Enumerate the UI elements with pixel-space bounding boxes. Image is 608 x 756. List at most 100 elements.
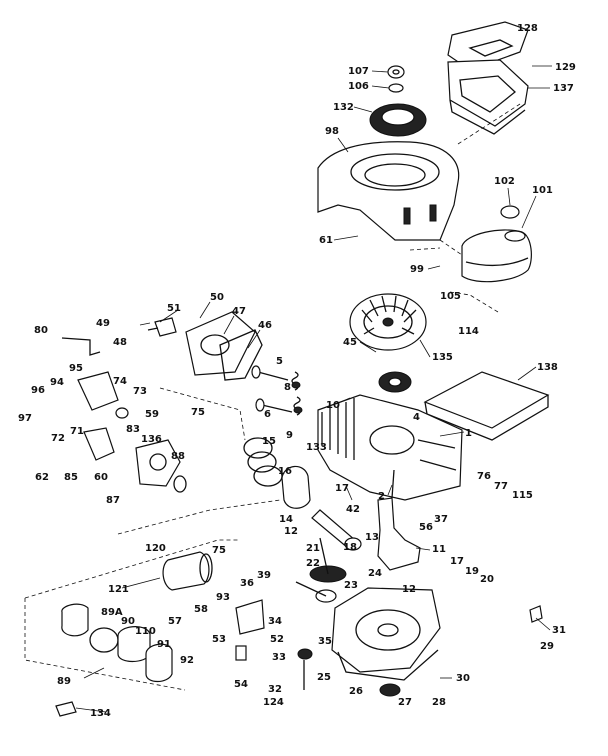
label-17a: 17 — [335, 483, 349, 494]
label-14: 14 — [279, 514, 293, 525]
label-26: 26 — [349, 686, 363, 697]
label-30: 30 — [456, 673, 470, 684]
label-52: 52 — [270, 634, 284, 645]
label-35: 35 — [318, 636, 332, 647]
bracket-53 — [235, 599, 265, 635]
label-11: 11 — [432, 544, 446, 555]
label-18: 18 — [343, 542, 357, 553]
label-27: 27 — [398, 697, 412, 708]
label-91: 91 — [157, 639, 171, 650]
label-72: 72 — [51, 433, 65, 444]
sump-25 — [337, 649, 439, 681]
label-114: 114 — [458, 326, 479, 337]
label-89a: 89A — [101, 607, 123, 618]
label-75a: 75 — [191, 407, 205, 418]
valve-springs — [291, 371, 303, 416]
fuel-tank-101 — [461, 229, 532, 283]
label-13: 13 — [365, 532, 379, 543]
control-panel-137 — [447, 59, 529, 135]
label-98: 98 — [325, 126, 339, 137]
label-49: 49 — [96, 318, 110, 329]
label-80: 80 — [34, 325, 48, 336]
label-47: 47 — [232, 306, 246, 317]
label-5: 5 — [276, 356, 283, 367]
label-54: 54 — [234, 679, 248, 690]
label-88: 88 — [171, 451, 185, 462]
clip-54 — [235, 645, 247, 661]
label-17b: 17 — [450, 556, 464, 567]
screen-132 — [369, 103, 427, 137]
label-1: 1 — [465, 428, 472, 439]
label-23: 23 — [344, 580, 358, 591]
bolt-31 — [529, 605, 543, 623]
washer-106 — [388, 83, 404, 93]
label-90: 90 — [121, 616, 135, 627]
label-138: 138 — [537, 362, 558, 373]
label-37: 37 — [434, 514, 448, 525]
label-21: 21 — [306, 543, 320, 554]
label-25: 25 — [317, 672, 331, 683]
carburetor-bracket-94 — [77, 371, 119, 411]
label-94: 94 — [50, 377, 64, 388]
valves-5-6 — [251, 365, 293, 413]
label-107: 107 — [348, 66, 369, 77]
label-9: 9 — [286, 430, 293, 441]
label-85: 85 — [64, 472, 78, 483]
label-128: 128 — [517, 23, 538, 34]
muffler-120 — [162, 551, 213, 591]
label-99: 99 — [410, 264, 424, 275]
label-56: 56 — [419, 522, 433, 533]
label-16: 16 — [278, 466, 292, 477]
label-61: 61 — [319, 235, 333, 246]
label-75b: 75 — [212, 545, 226, 556]
label-93: 93 — [216, 592, 230, 603]
label-46: 46 — [258, 320, 272, 331]
label-32: 32 — [268, 684, 282, 695]
gasket-88 — [173, 475, 187, 493]
carburetor-body-60 — [83, 427, 115, 461]
label-31: 31 — [552, 625, 566, 636]
label-34: 34 — [268, 616, 282, 627]
leader-lines — [75, 65, 552, 713]
part-labels: 128 129 137 107 106 132 98 102 101 61 99… — [18, 23, 576, 719]
pistons-rings-15 — [243, 437, 311, 509]
label-74: 74 — [113, 376, 127, 387]
camshaft-gear-22 — [309, 537, 347, 583]
blower-housing-98 — [317, 141, 460, 241]
flywheel-135 — [349, 293, 427, 351]
starter-cup — [378, 371, 412, 393]
label-15: 15 — [262, 436, 276, 447]
oil-seal-26 — [379, 683, 401, 697]
label-22: 22 — [306, 558, 320, 569]
crankcase-cover-24 — [331, 587, 441, 673]
label-57: 57 — [168, 616, 182, 627]
label-2: 2 — [378, 491, 385, 502]
carburetor-136 — [135, 439, 181, 487]
label-83: 83 — [126, 424, 140, 435]
label-59: 59 — [145, 409, 159, 420]
label-101: 101 — [532, 185, 553, 196]
label-73: 73 — [133, 386, 147, 397]
label-121: 121 — [108, 584, 129, 595]
label-24: 24 — [368, 568, 382, 579]
nut-107 — [387, 65, 405, 79]
cylinder-block-1 — [317, 394, 463, 501]
label-129: 129 — [555, 62, 576, 73]
label-28: 28 — [432, 697, 446, 708]
label-96: 96 — [31, 385, 45, 396]
label-102: 102 — [494, 176, 515, 187]
label-134: 134 — [90, 708, 111, 719]
label-132: 132 — [333, 102, 354, 113]
label-136: 136 — [141, 434, 162, 445]
label-8: 8 — [284, 382, 291, 393]
label-135: 135 — [432, 352, 453, 363]
label-97: 97 — [18, 413, 32, 424]
label-115: 115 — [512, 490, 533, 501]
spark-plug-51 — [147, 317, 177, 337]
label-110: 110 — [135, 626, 156, 637]
label-120: 120 — [145, 543, 166, 554]
label-95: 95 — [69, 363, 83, 374]
label-4: 4 — [413, 412, 420, 423]
label-50: 50 — [210, 292, 224, 303]
